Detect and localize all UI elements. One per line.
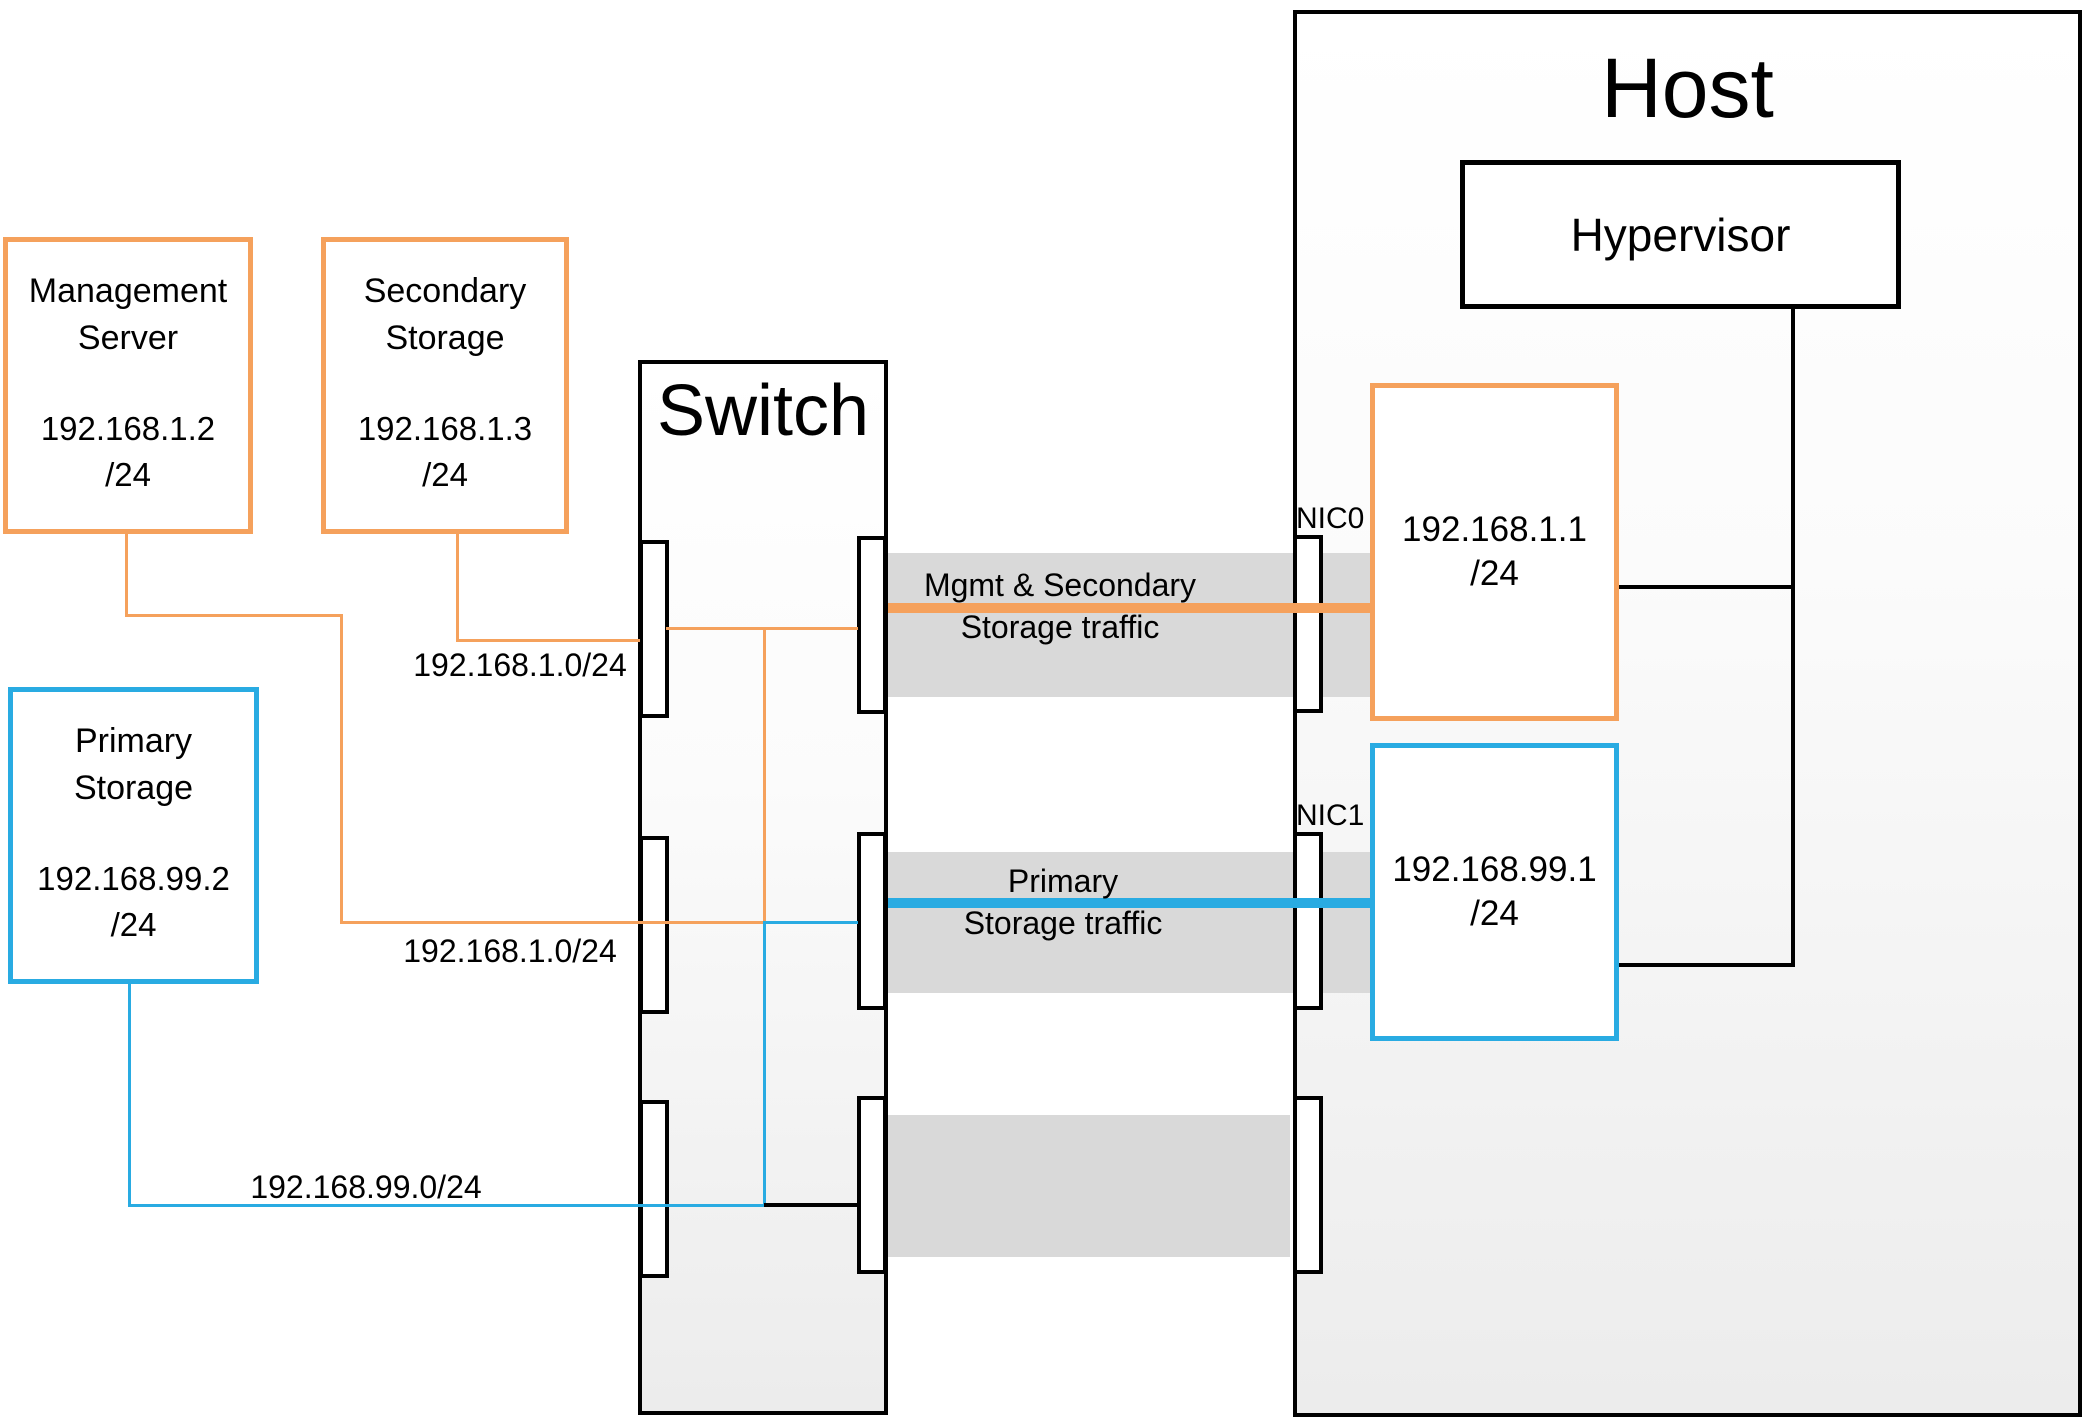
- subnet-label-primary: 192.168.99.0/24: [250, 1169, 482, 1205]
- wire-primary-to-switch: [128, 1204, 766, 1207]
- traffic-band-unused: [888, 1115, 1290, 1257]
- connector-nic1-hypervisor: [1619, 963, 1795, 967]
- primary-traffic-label-line2: Storage traffic: [963, 905, 1163, 941]
- wire-mgmt-down-2: [340, 614, 343, 924]
- hypervisor-box: Hypervisor: [1460, 160, 1901, 309]
- nic1-ip-value: 192.168.99.1: [1392, 850, 1597, 889]
- secondary-storage-name-line1: Secondary: [363, 272, 527, 310]
- switch-right-port-1: [857, 536, 887, 714]
- secondary-storage-name-line2: Storage: [385, 319, 505, 357]
- switch-right-port-2: [857, 832, 887, 1010]
- nic0-ip-value: 192.168.1.1: [1402, 510, 1587, 549]
- wire-mgmt-down-1: [125, 533, 128, 617]
- switch-title: Switch: [656, 371, 870, 451]
- host-port-nic1: [1293, 832, 1323, 1010]
- primary-storage-ip: 192.168.99.2/24: [13, 856, 254, 948]
- nic0-box: 192.168.1.1/24: [1370, 383, 1619, 721]
- nic0-mask: /24: [1470, 554, 1519, 593]
- nic1-tag: NIC1: [1296, 799, 1365, 832]
- traffic-band-nic1: [888, 852, 1370, 993]
- wire-mgmt-to-switch: [340, 921, 765, 924]
- primary-storage-mask: /24: [110, 906, 157, 943]
- connector-hypervisor-trunk: [1791, 308, 1795, 967]
- wire-mgmt-across-1: [125, 614, 343, 617]
- nic1-mask: /24: [1470, 894, 1519, 933]
- management-server-ip-value: 192.168.1.2: [40, 410, 216, 447]
- primary-traffic-thick-line: [888, 898, 1370, 908]
- management-server-name-line2: Server: [77, 319, 179, 357]
- mgmt-traffic-label-line1: Mgmt & Secondary: [923, 567, 1197, 603]
- wire-secondary-down: [456, 534, 459, 642]
- secondary-storage-mask: /24: [422, 456, 468, 493]
- wire-switch-internal-row3: [764, 1203, 858, 1207]
- wire-primary-down: [128, 983, 131, 1207]
- management-server-name-line1: Management: [28, 272, 228, 310]
- wire-switch-internal-orange-trunk: [763, 627, 766, 924]
- subnet-label-mgmt-bottom: 192.168.1.0/24: [403, 933, 617, 969]
- switch-left-port-3: [639, 1100, 669, 1278]
- host-port-nic0: [1293, 535, 1323, 713]
- secondary-storage-ip: 192.168.1.3/24: [326, 406, 564, 498]
- wire-switch-internal-row1: [666, 627, 858, 630]
- wire-switch-internal-row2: [763, 921, 858, 924]
- hypervisor-title: Hypervisor: [1570, 208, 1791, 261]
- wire-secondary-to-switch: [456, 639, 640, 642]
- switch-left-port-2: [639, 836, 669, 1014]
- management-server-ip: 192.168.1.2/24: [8, 406, 248, 498]
- management-server-mask: /24: [105, 456, 151, 493]
- mgmt-traffic-thick-line: [888, 603, 1370, 613]
- nic1-box: 192.168.99.1/24: [1370, 743, 1619, 1041]
- switch-right-port-3: [857, 1096, 887, 1274]
- primary-traffic-label-line1: Primary: [1007, 863, 1119, 899]
- connector-nic0-hypervisor: [1619, 585, 1795, 589]
- subnet-label-mgmt-top: 192.168.1.0/24: [413, 647, 627, 683]
- primary-storage-name-line2: Storage: [73, 769, 194, 807]
- primary-storage-ip-value: 192.168.99.2: [37, 860, 230, 897]
- wire-switch-internal-blue-trunk: [763, 921, 766, 1207]
- nic1-ip: 192.168.99.1/24: [1392, 848, 1596, 936]
- switch-left-port-1: [639, 540, 669, 718]
- nic0-tag: NIC0: [1296, 502, 1365, 535]
- host-port-unused: [1293, 1096, 1323, 1274]
- mgmt-traffic-label-line2: Storage traffic: [960, 609, 1160, 645]
- primary-storage-name-line1: Primary: [74, 722, 193, 760]
- host-title: Host: [1601, 41, 1774, 135]
- traffic-band-nic0: [888, 553, 1370, 697]
- nic0-ip: 192.168.1.1/24: [1402, 508, 1587, 596]
- secondary-storage-ip-value: 192.168.1.3: [357, 410, 533, 447]
